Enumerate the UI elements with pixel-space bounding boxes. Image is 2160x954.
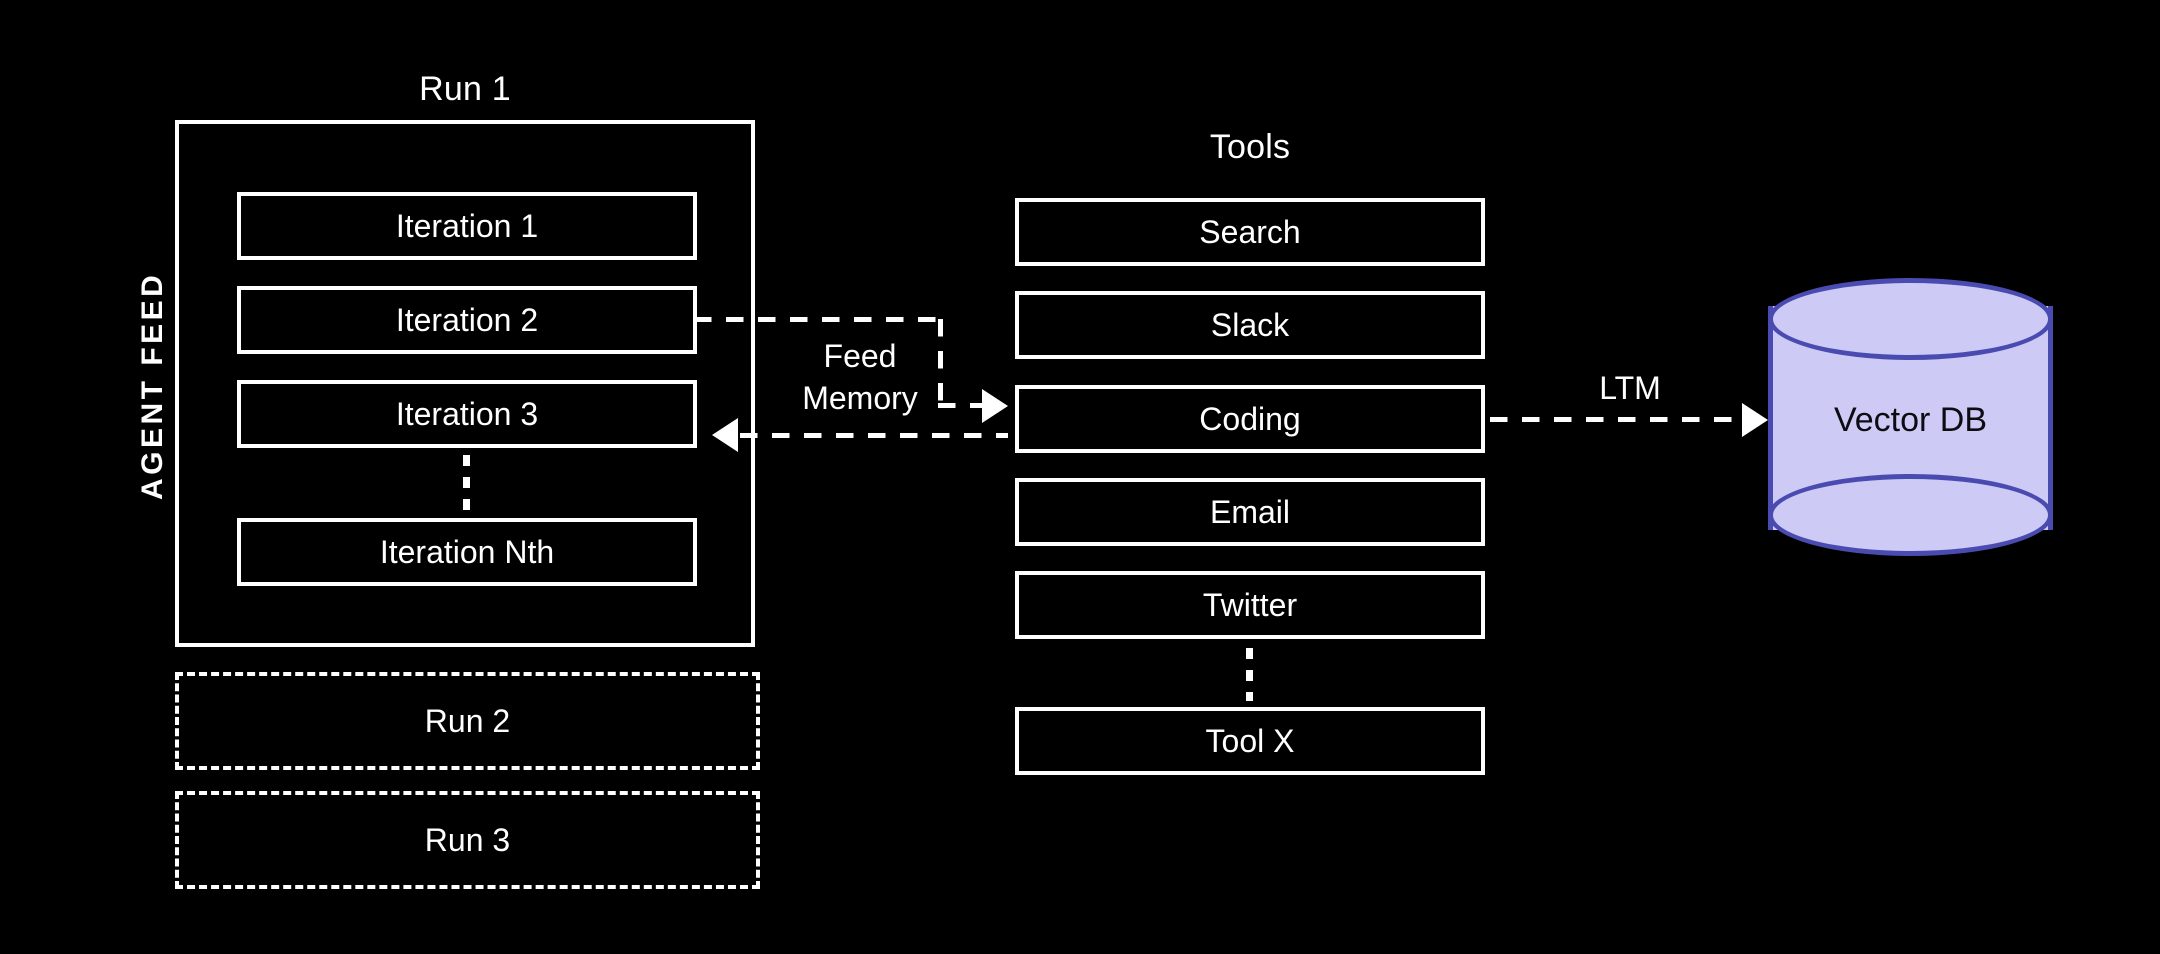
vector-db-cylinder[interactable]: Vector DB [1768, 278, 2053, 558]
tool-label-twitter: Twitter [1202, 586, 1298, 623]
tool-box-tool-x[interactable]: Tool X [1015, 707, 1485, 775]
feed-memory-label: Feed Memory [760, 335, 960, 419]
tool-label-slack: Slack [1210, 306, 1290, 343]
run-1-container[interactable]: Iteration 1 Iteration 2 Iteration 3 Iter… [175, 120, 755, 647]
tools-ellipsis-dots [1246, 648, 1253, 701]
iteration-label-nth: Iteration Nth [379, 533, 555, 570]
iteration-ellipsis-dots [463, 455, 470, 510]
tool-label-email: Email [1209, 493, 1290, 530]
vector-db-cylinder-top-ellipse [1768, 278, 2053, 360]
feed-memory-outbound-segment-vertical [938, 319, 943, 407]
feed-memory-outbound-segment-horizontal-bottom [938, 403, 982, 408]
feed-memory-inbound-arrowhead [712, 418, 738, 452]
run-3-container[interactable]: Run 3 [175, 791, 760, 889]
iteration-box-1[interactable]: Iteration 1 [237, 192, 697, 260]
iteration-box-nth[interactable]: Iteration Nth [237, 518, 697, 586]
tool-box-twitter[interactable]: Twitter [1015, 571, 1485, 639]
run-3-label: Run 3 [424, 821, 511, 858]
tool-label-search: Search [1199, 213, 1301, 250]
iteration-box-2[interactable]: Iteration 2 [237, 286, 697, 354]
feed-memory-label-line-2: Memory [802, 380, 918, 416]
agent-feed-vertical-label: AGENT FEED [136, 271, 169, 500]
run-2-label: Run 2 [424, 702, 511, 739]
ltm-label: LTM [1599, 370, 1661, 406]
tool-box-coding[interactable]: Coding [1015, 385, 1485, 453]
tools-title: Tools [1209, 128, 1291, 166]
iteration-label-2: Iteration 2 [395, 301, 539, 338]
vector-db-cylinder-bottom-ellipse [1768, 474, 2053, 556]
vector-db-label: Vector DB [1833, 401, 1988, 439]
tool-label-coding: Coding [1199, 400, 1301, 437]
iteration-label-3: Iteration 3 [395, 395, 539, 432]
iteration-box-3[interactable]: Iteration 3 [237, 380, 697, 448]
tool-box-slack[interactable]: Slack [1015, 291, 1485, 359]
run-2-container[interactable]: Run 2 [175, 672, 760, 770]
feed-memory-label-line-1: Feed [823, 338, 897, 374]
feed-memory-outbound-arrowhead [982, 389, 1008, 423]
ltm-arrowhead [1742, 403, 1768, 437]
ltm-connector-segment [1490, 417, 1745, 422]
tool-box-search[interactable]: Search [1015, 198, 1485, 266]
run-1-title: Run 1 [419, 70, 511, 108]
tool-box-email[interactable]: Email [1015, 478, 1485, 546]
iteration-label-1: Iteration 1 [395, 207, 539, 244]
tool-label-tool-x: Tool X [1205, 722, 1295, 759]
feed-memory-inbound-segment-horizontal [740, 433, 1008, 438]
feed-memory-outbound-segment-horizontal-top [694, 317, 943, 322]
